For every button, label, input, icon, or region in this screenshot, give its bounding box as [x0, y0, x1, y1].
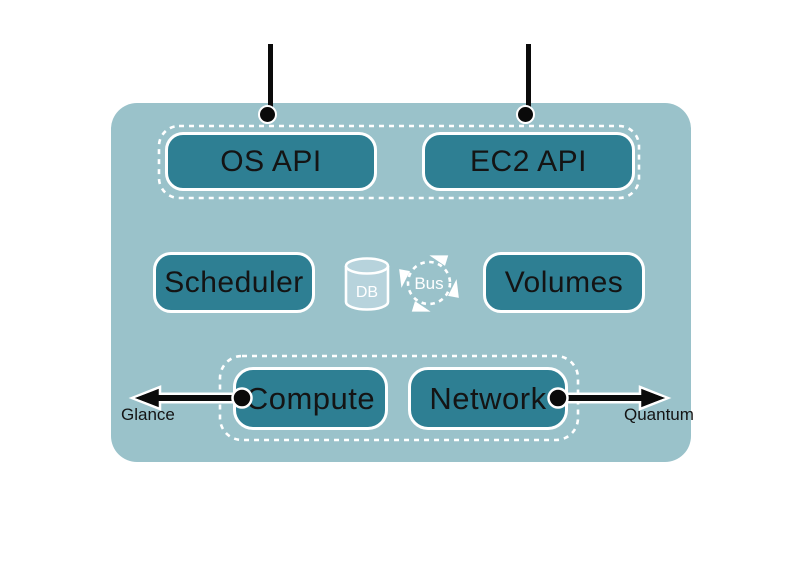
quantum-arrow	[547, 385, 672, 411]
ec2-api-connector-line	[526, 44, 531, 110]
node-volumes-label: Volumes	[504, 265, 624, 299]
os-api-connector-line	[268, 44, 273, 110]
ec2-api-connector-dot	[516, 105, 535, 124]
quantum-label: Quantum	[624, 405, 694, 424]
database-icon-label: DB	[356, 284, 378, 301]
node-compute-label: Compute	[245, 380, 376, 416]
node-scheduler-label: Scheduler	[164, 265, 304, 299]
node-os-api-label: OS API	[220, 144, 322, 178]
node-compute: Compute	[233, 367, 388, 430]
os-api-connector-dot	[258, 105, 277, 124]
node-ec2-api: EC2 API	[422, 132, 635, 191]
glance-arrow	[128, 385, 253, 411]
node-volumes: Volumes	[483, 252, 645, 313]
message-bus-icon: Bus	[399, 255, 459, 312]
node-scheduler: Scheduler	[153, 252, 315, 313]
message-bus-icon-label: Bus	[414, 274, 443, 293]
database-icon: DB	[344, 257, 390, 311]
node-ec2-api-label: EC2 API	[470, 144, 587, 178]
glance-label: Glance	[121, 405, 175, 424]
node-network-label: Network	[429, 380, 547, 416]
node-os-api: OS API	[165, 132, 377, 191]
